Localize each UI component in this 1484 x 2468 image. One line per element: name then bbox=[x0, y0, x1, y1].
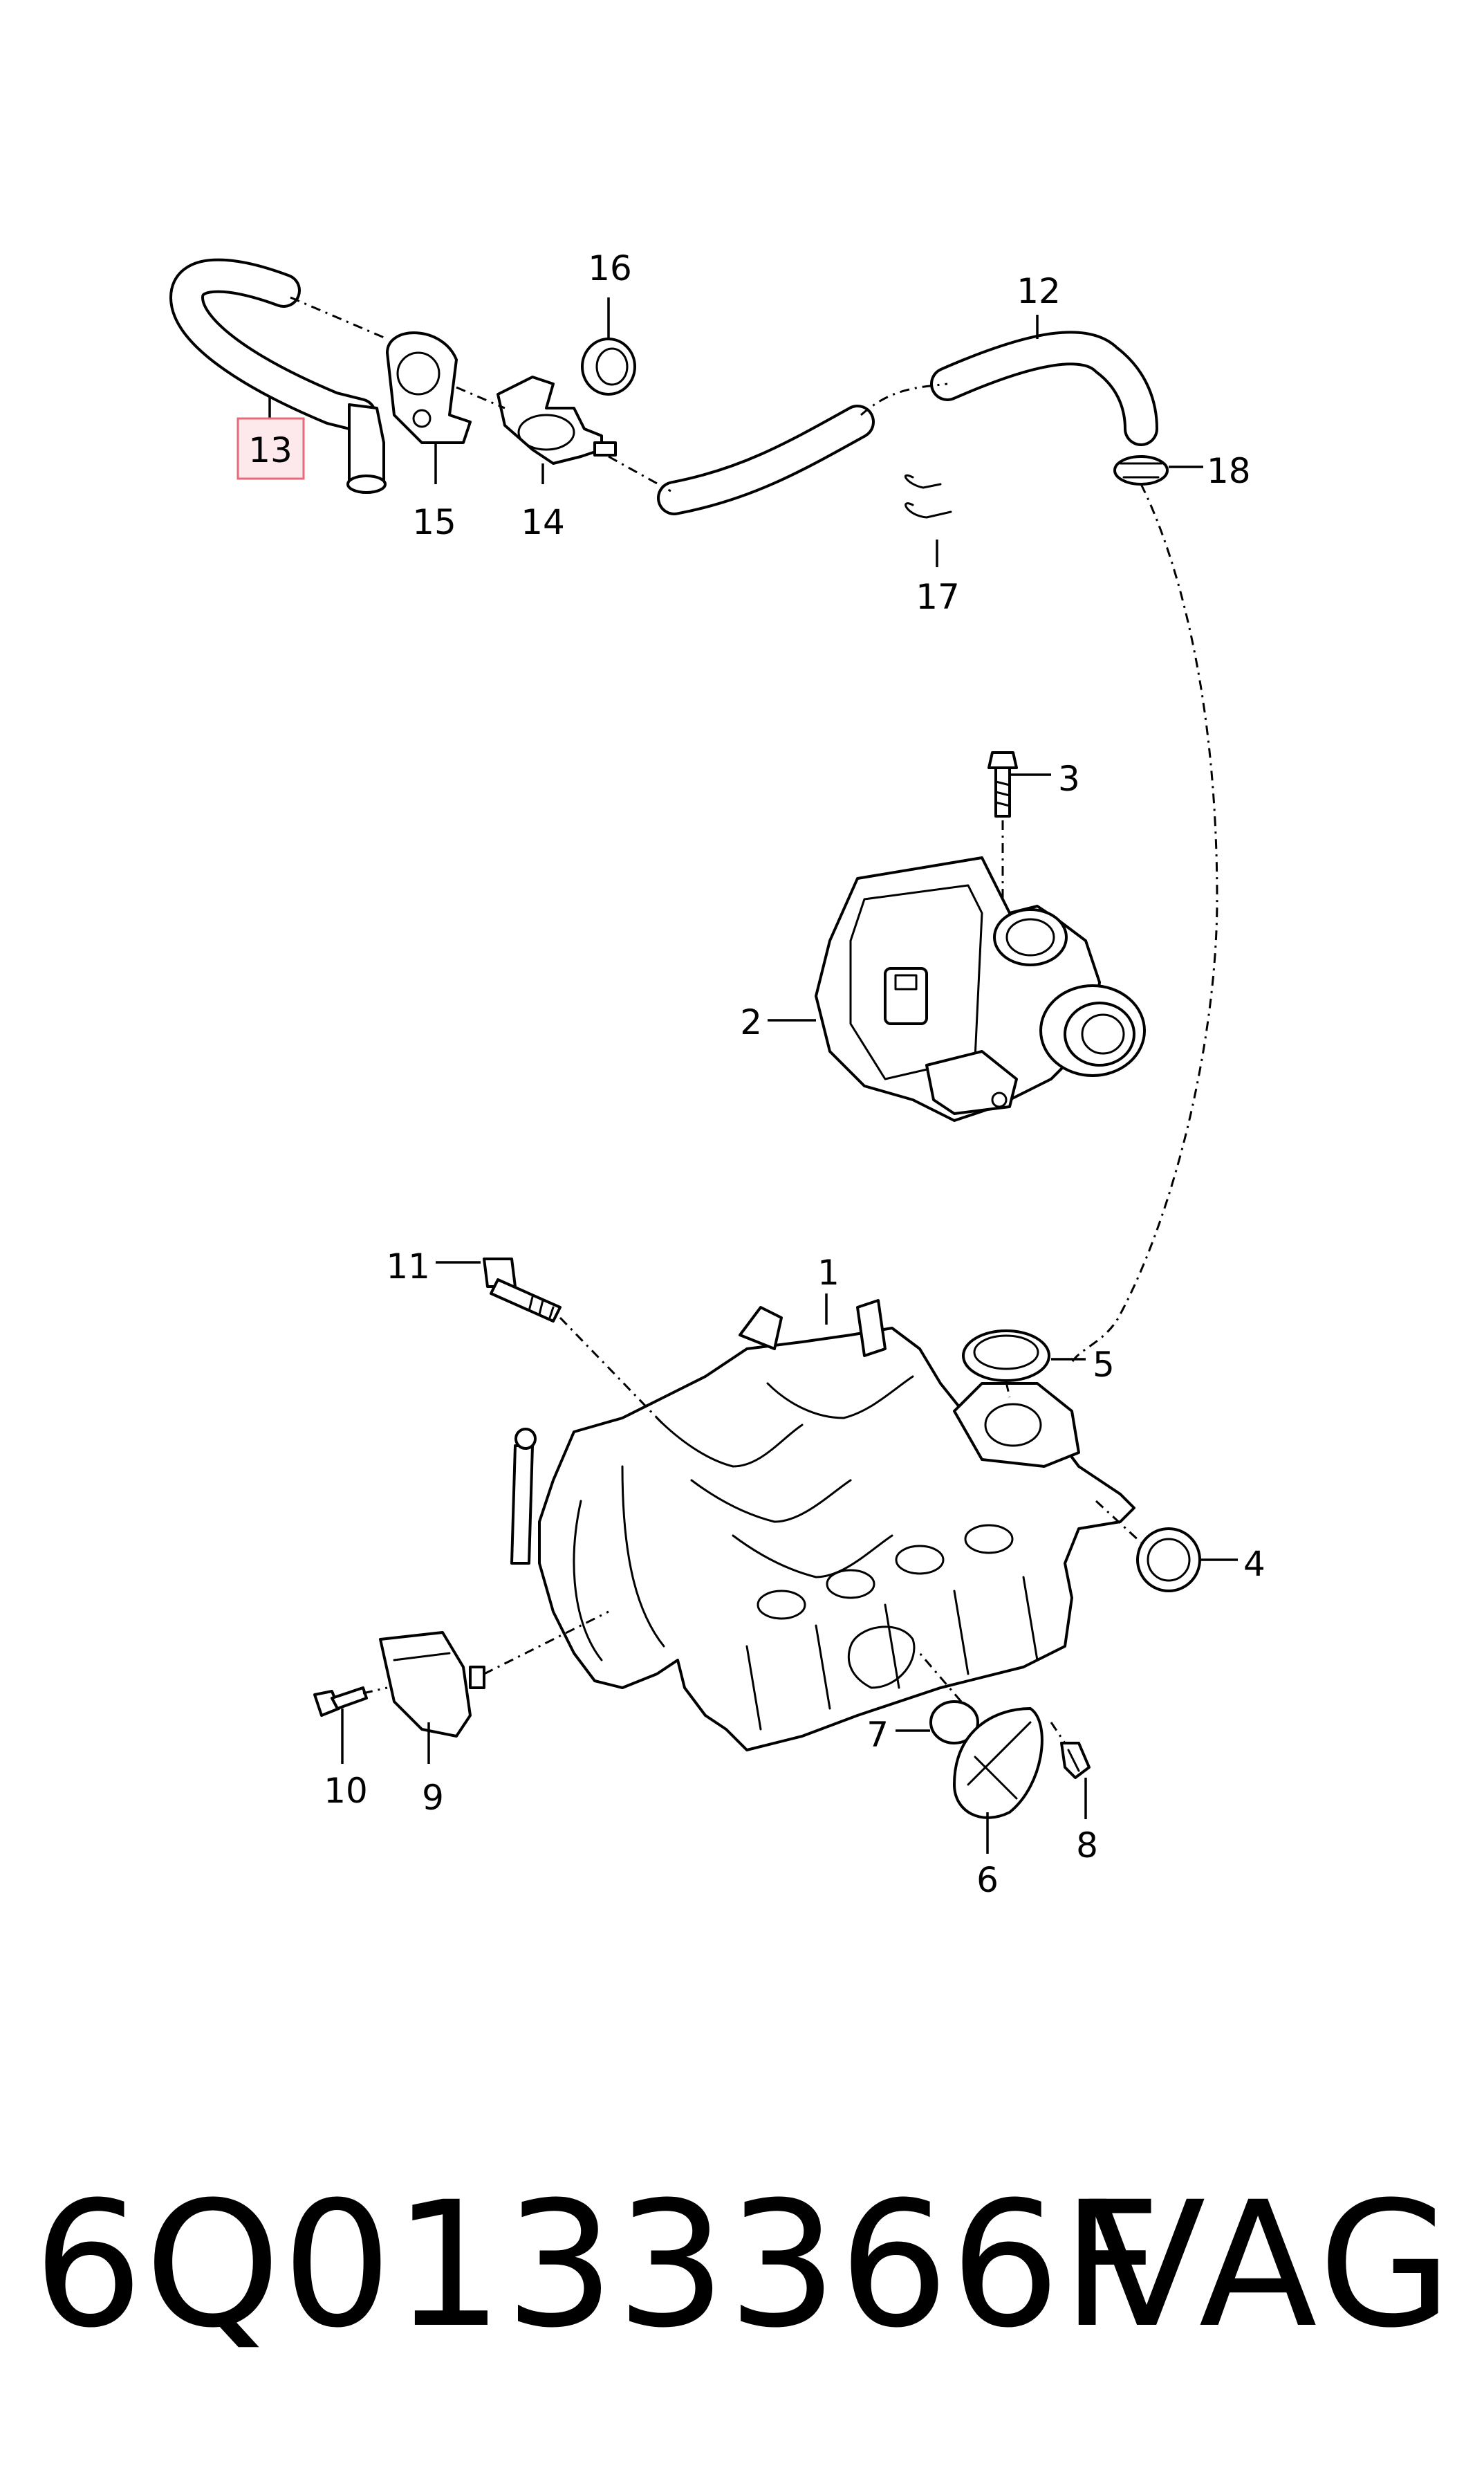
callout-7[interactable]: 7 bbox=[866, 1715, 889, 1755]
callout-6[interactable]: 6 bbox=[976, 1860, 999, 1900]
callout-14[interactable]: 14 bbox=[521, 502, 565, 542]
valve-14[interactable] bbox=[497, 376, 617, 465]
bolt-3[interactable] bbox=[987, 751, 1018, 818]
hose-12[interactable] bbox=[657, 331, 1158, 515]
o-ring-4[interactable] bbox=[1136, 1527, 1201, 1592]
bracket-15[interactable] bbox=[386, 331, 472, 444]
screw-8[interactable] bbox=[1060, 1742, 1091, 1779]
clamp-18[interactable] bbox=[1113, 455, 1169, 486]
sensor-9[interactable] bbox=[379, 1631, 485, 1738]
ring-16[interactable] bbox=[581, 338, 636, 396]
part-number: 6Q0133366F bbox=[33, 2164, 1163, 2366]
callout-11[interactable]: 11 bbox=[386, 1246, 430, 1287]
bolt-10[interactable] bbox=[313, 1686, 368, 1717]
cover-6[interactable] bbox=[953, 1707, 1044, 1819]
callout-3[interactable]: 3 bbox=[1058, 759, 1080, 799]
callout-5[interactable]: 5 bbox=[1093, 1345, 1115, 1385]
bolt-11[interactable] bbox=[483, 1258, 562, 1323]
hose-13[interactable] bbox=[169, 258, 387, 494]
throttle-body-2[interactable] bbox=[815, 856, 1146, 1122]
gasket-5[interactable] bbox=[962, 1329, 1050, 1382]
callout-4[interactable]: 4 bbox=[1243, 1544, 1265, 1584]
callout-18[interactable]: 18 bbox=[1207, 451, 1251, 491]
intake-manifold-1[interactable] bbox=[510, 1299, 1135, 1751]
footer: 6Q0133366F VAG bbox=[0, 2151, 1484, 2428]
callout-16[interactable]: 16 bbox=[588, 248, 632, 288]
gasket-7[interactable] bbox=[929, 1700, 979, 1744]
callout-13[interactable]: 13 bbox=[248, 430, 293, 470]
callout-2[interactable]: 2 bbox=[740, 1002, 762, 1042]
callout-9[interactable]: 9 bbox=[422, 1778, 444, 1818]
callout-15[interactable]: 15 bbox=[412, 502, 456, 542]
callout-13-highlight bbox=[236, 417, 305, 480]
clip-17[interactable] bbox=[904, 474, 952, 519]
callout-17[interactable]: 17 bbox=[916, 577, 960, 617]
callout-1[interactable]: 1 bbox=[817, 1253, 840, 1293]
brand-name: VAG bbox=[1087, 2164, 1456, 2366]
callout-8[interactable]: 8 bbox=[1076, 1825, 1098, 1866]
callout-10[interactable]: 10 bbox=[324, 1771, 368, 1811]
callout-12[interactable]: 12 bbox=[1017, 271, 1061, 311]
